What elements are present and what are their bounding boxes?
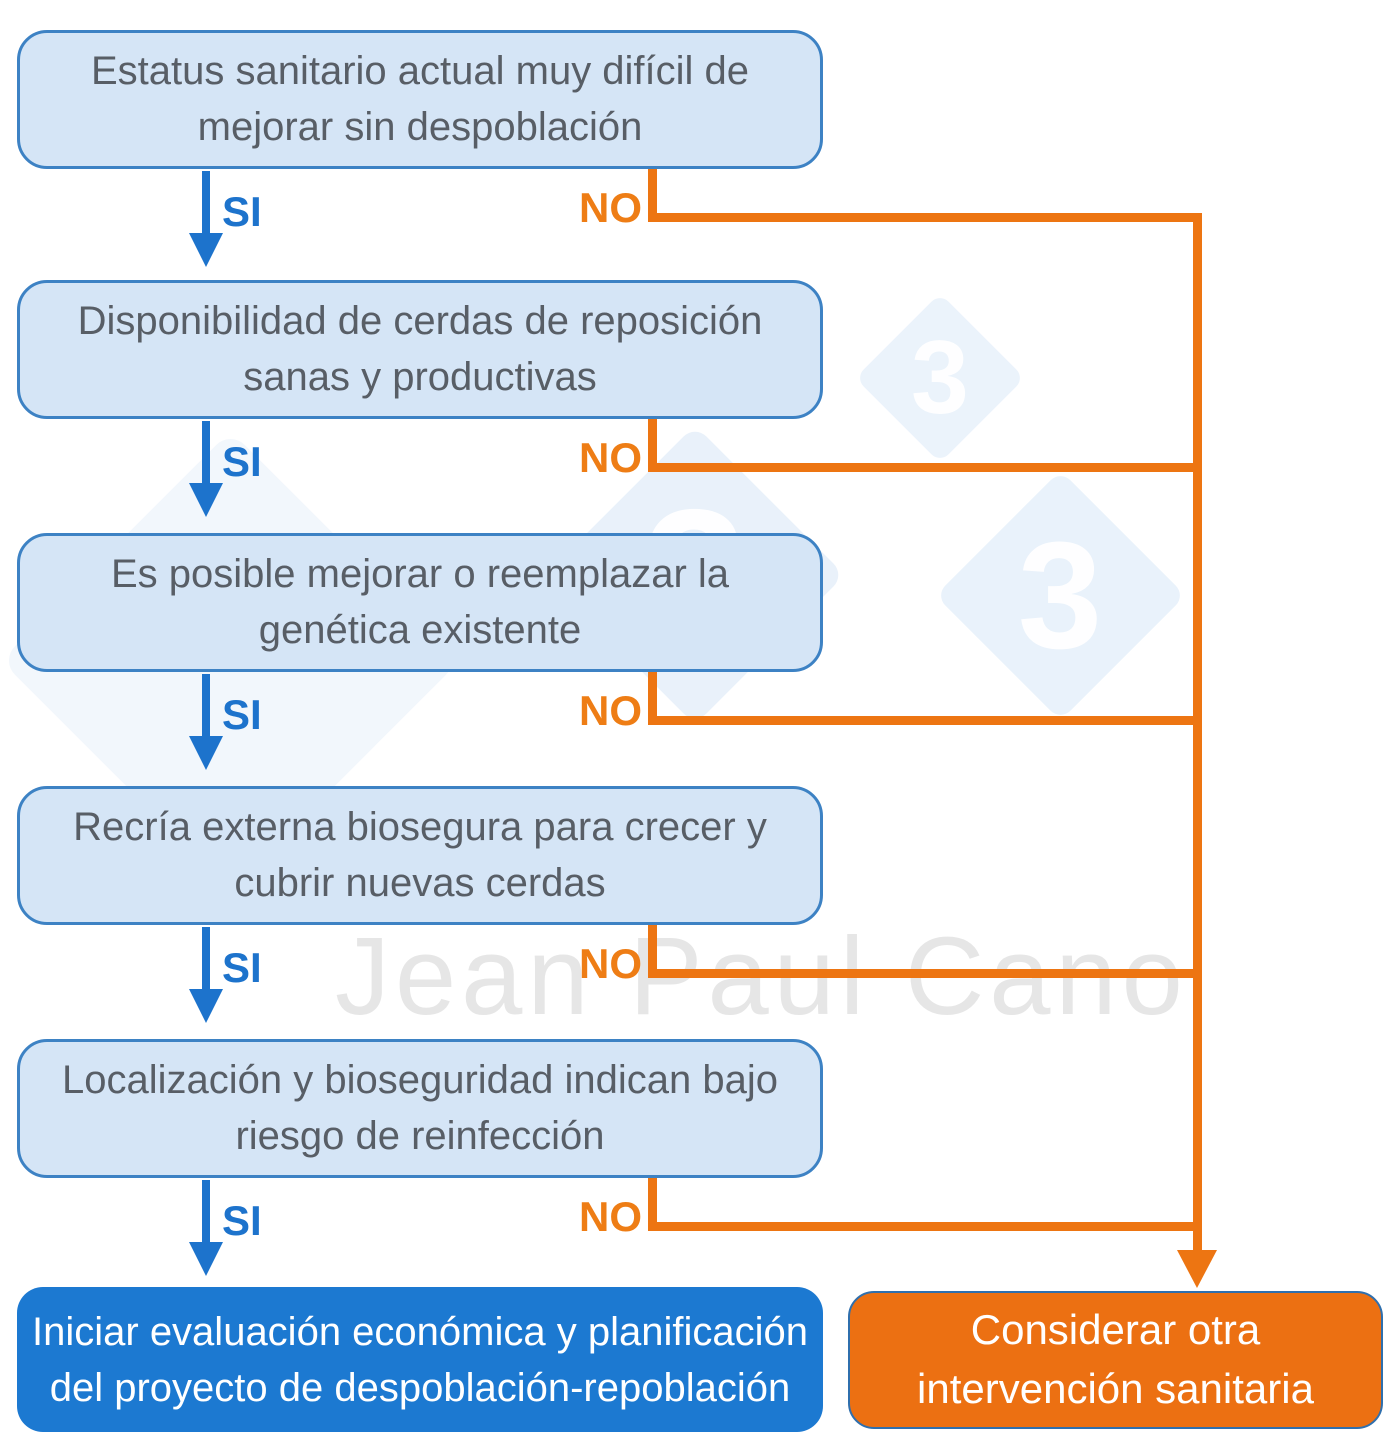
no-connector <box>648 672 657 725</box>
no-connector <box>648 169 657 222</box>
yes-label: SI <box>222 1197 262 1244</box>
no-connector <box>648 969 1202 978</box>
no-label: NO <box>579 1193 642 1240</box>
question-box-4: Recría externa biosegura para crecer y c… <box>17 786 823 925</box>
question-box-2: Disponibilidad de cerdas de reposición s… <box>17 280 823 419</box>
no-label: NO <box>579 184 642 231</box>
no-connector <box>648 419 657 472</box>
question-box-3: Es posible mejorar o reemplazar la genét… <box>17 533 823 672</box>
yes-label: SI <box>222 691 262 738</box>
no-connector <box>648 213 1202 222</box>
yes-arrow <box>202 421 210 483</box>
yes-arrowhead-icon <box>189 1242 223 1276</box>
brand-watermark-digit: 3 <box>911 320 969 436</box>
yes-label: SI <box>222 188 262 235</box>
question-box-5: Localización y bioseguridad indican bajo… <box>17 1039 823 1178</box>
yes-arrowhead-icon <box>189 736 223 770</box>
no-connector <box>648 1222 1202 1231</box>
yes-arrowhead-icon <box>189 483 223 517</box>
no-connector <box>648 463 1202 472</box>
question-box-1: Estatus sanitario actual muy difícil de … <box>17 30 823 169</box>
no-trunk-line <box>1193 213 1202 1252</box>
no-trunk-arrowhead-icon <box>1177 1250 1217 1288</box>
yes-arrow <box>202 674 210 736</box>
yes-arrowhead-icon <box>189 233 223 267</box>
yes-label: SI <box>222 438 262 485</box>
outcome-no-box: Considerar otra intervención sanitaria <box>848 1291 1383 1429</box>
no-label: NO <box>579 434 642 481</box>
brand-watermark-digit: 3 <box>1018 510 1103 681</box>
yes-arrow <box>202 171 210 233</box>
yes-arrow <box>202 927 210 989</box>
no-connector <box>648 716 1202 725</box>
no-label: NO <box>579 687 642 734</box>
no-label: NO <box>579 940 642 987</box>
no-connector <box>648 925 657 978</box>
yes-arrowhead-icon <box>189 989 223 1023</box>
no-connector <box>648 1178 657 1231</box>
outcome-yes-box: Iniciar evaluación económica y planifica… <box>17 1287 823 1432</box>
brand-watermark-diamond: 3 <box>855 293 1025 463</box>
brand-watermark-diamond: 3 <box>935 470 1186 721</box>
yes-label: SI <box>222 944 262 991</box>
yes-arrow <box>202 1180 210 1242</box>
